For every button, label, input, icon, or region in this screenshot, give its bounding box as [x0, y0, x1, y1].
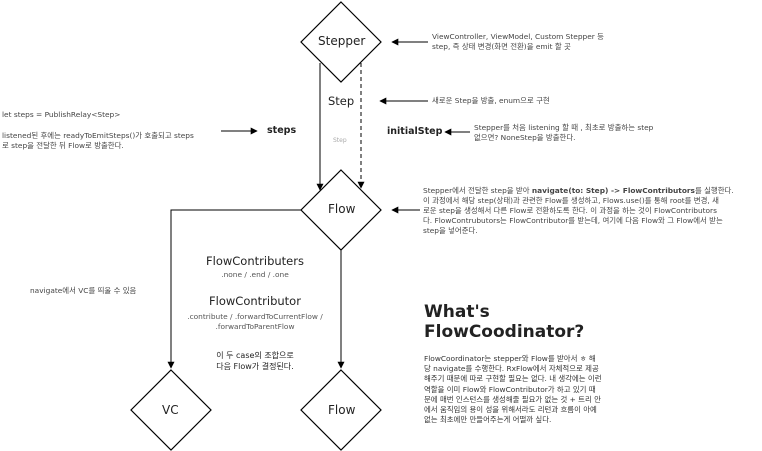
flow-desc-line4: 다. FlowContrubutors는 FlowContributor를 받는…	[423, 216, 723, 225]
initial-desc-line1: Stepper를 처음 listening 할 때 , 최초로 방출하는 ste…	[474, 123, 654, 132]
flow-contributor-cases-line1: .contribute / .forwardToCurrentFlow /	[187, 312, 323, 321]
combo-line1: 이 두 case의 조합으로	[205, 351, 305, 361]
flow-to-vc-arrow	[167, 209, 301, 369]
steps-label: steps	[267, 125, 297, 136]
flow-desc-line1-a: Stepper에서 전달한 step을 받아	[423, 186, 532, 195]
stepper-desc-line1: ViewController, ViewModel, Custom Steppe…	[432, 32, 604, 41]
navigate-vc-note: navigate에서 VC를 띄울 수 있음	[30, 286, 137, 295]
vc-node[interactable]	[130, 369, 212, 451]
step-label: Step	[327, 94, 356, 109]
combo-line2: 다음 Flow가 결정된다.	[205, 362, 305, 372]
stepper-label: Stepper	[318, 34, 366, 48]
coordinator-title-line2: FlowCoodinator?	[424, 322, 585, 342]
flow-bottom-node[interactable]	[300, 369, 382, 451]
flow-top-label: Flow	[328, 202, 356, 216]
listened-note-line2: 로 step을 전달한 뒤 Flow로 방출한다.	[2, 141, 124, 150]
flow-contributor-title: FlowContributor	[209, 294, 301, 308]
stepper-node[interactable]	[300, 1, 382, 83]
step-desc: 새로운 Step을 방출, enum으로 구현	[432, 96, 550, 105]
vc-label: VC	[162, 403, 179, 417]
flow-desc-line3: 로운 step을 생성해서 다른 Flow로 전환하도록 한다. 이 과정을 하…	[423, 206, 717, 215]
flow-desc-line2: 이 과정에서 해당 step(상태)과 관련한 Flow를 생성하고, Flow…	[423, 196, 719, 205]
coordinator-title-line1: What's	[424, 302, 490, 322]
coordinator-body: FlowCoordinator는 stepper와 Flow를 받아서 ㅎ 해당…	[424, 354, 602, 425]
initial-desc-line2: 없으면? NoneStep을 방출한다.	[474, 133, 576, 142]
flow-contributers-title: FlowContributers	[206, 254, 304, 268]
initial-step-label: initialStep	[387, 126, 443, 137]
step-small-label: Step	[333, 137, 347, 144]
flow-desc-line1: Stepper에서 전달한 step을 받아 navigate(to: Step…	[423, 186, 734, 195]
flow-desc-line1-c: 를 실행한다.	[694, 186, 734, 195]
flow-contributers-cases: .none / .end / .one	[221, 270, 289, 279]
flow-contributor-cases-line2: .forwardToParentFlow	[215, 322, 295, 331]
flow-desc-line5: step을 넣어준다.	[423, 226, 478, 235]
listened-note-line1: listened된 후에는 readyToEmitSteps()가 호출되고 s…	[2, 131, 194, 140]
flow-desc-line1-b: navigate(to: Step) -> FlowContributors	[531, 186, 695, 195]
let-steps-note: let steps = PublishRelay<Step>	[2, 110, 121, 119]
stepper-desc-line2: step, 즉 상태 변경(화면 전환)을 emit 할 곳	[432, 42, 571, 51]
flow-bottom-label: Flow	[328, 403, 356, 417]
